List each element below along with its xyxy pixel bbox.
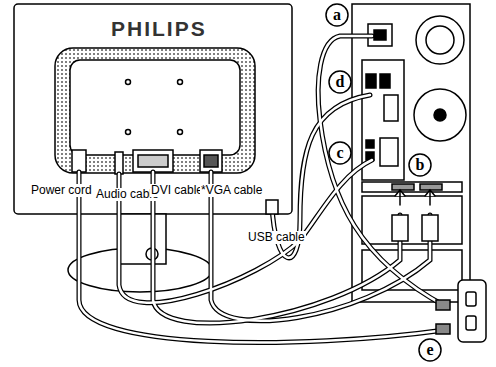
callout-letter: a xyxy=(333,7,341,23)
callout-letter: e xyxy=(426,342,433,358)
cables xyxy=(79,36,450,342)
cable-label: Power cord xyxy=(30,184,93,197)
cable-label: USB cable xyxy=(247,231,306,244)
callout-circle: e xyxy=(418,338,442,362)
callout-circle: a xyxy=(325,3,349,27)
callout-letter: c xyxy=(336,145,343,161)
brand-name: PHILIPS xyxy=(110,17,208,40)
monitor-stand xyxy=(68,214,212,292)
wall-outlet xyxy=(458,280,486,342)
callout-circle: d xyxy=(328,70,352,94)
callout-circle: b xyxy=(408,153,432,177)
callout-letter: b xyxy=(416,157,425,173)
callout-letter: d xyxy=(336,74,345,90)
cable-label: DVI cable xyxy=(150,184,204,197)
pc-tower xyxy=(352,4,470,302)
cable-label: *VGA cable xyxy=(200,184,263,197)
callout-circle: c xyxy=(328,141,352,165)
